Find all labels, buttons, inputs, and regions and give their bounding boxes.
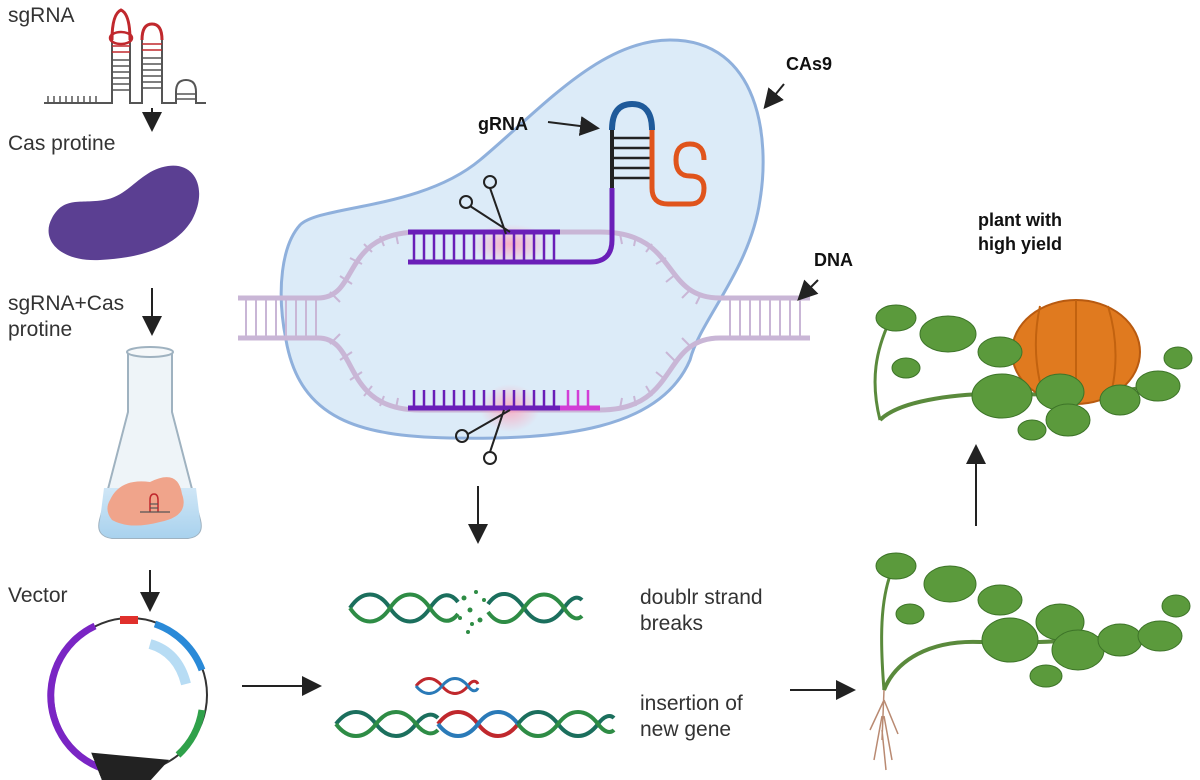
cas9-label: CAs9	[786, 54, 833, 74]
sgrna-label: sgRNA	[8, 4, 75, 27]
scissors-lower-icon	[455, 409, 511, 465]
cas-protein-icon	[48, 165, 200, 261]
insertion-label-line2: new gene	[640, 718, 732, 741]
dna-label: DNA	[814, 250, 853, 270]
dsb-label-line1: doublr strand	[640, 586, 763, 609]
arrow-cas9-label	[763, 83, 785, 110]
plant-label-line2: high yield	[978, 234, 1063, 254]
young-plant-icon	[869, 552, 1191, 771]
helix-new-gene-fragment	[414, 677, 480, 695]
arrow-dna-label	[797, 279, 819, 301]
dsb-label-line2: breaks	[640, 612, 704, 635]
flask-icon	[98, 346, 202, 539]
vector-plasmid-icon	[47, 616, 208, 780]
high-yield-plant-icon	[873, 299, 1193, 441]
complex-label-line1: sgRNA+Cas	[8, 292, 125, 315]
target-site-lower	[408, 384, 600, 432]
grna-strand	[408, 100, 707, 265]
grna-label: gRNA	[478, 114, 528, 134]
complex-label-line2: protine	[8, 318, 73, 341]
helix-with-inserted-gene	[334, 710, 616, 738]
insertion-label-line1: insertion of	[640, 692, 743, 715]
helix-double-strand-break	[348, 590, 584, 634]
plant-label-line1: plant with	[978, 210, 1062, 230]
cas-protein-label: Cas protine	[8, 132, 116, 155]
scissors-upper-icon	[459, 175, 511, 235]
arrow-grna-label	[547, 116, 600, 136]
sgrna-structure-icon	[44, 8, 206, 104]
vector-label: Vector	[8, 584, 68, 607]
